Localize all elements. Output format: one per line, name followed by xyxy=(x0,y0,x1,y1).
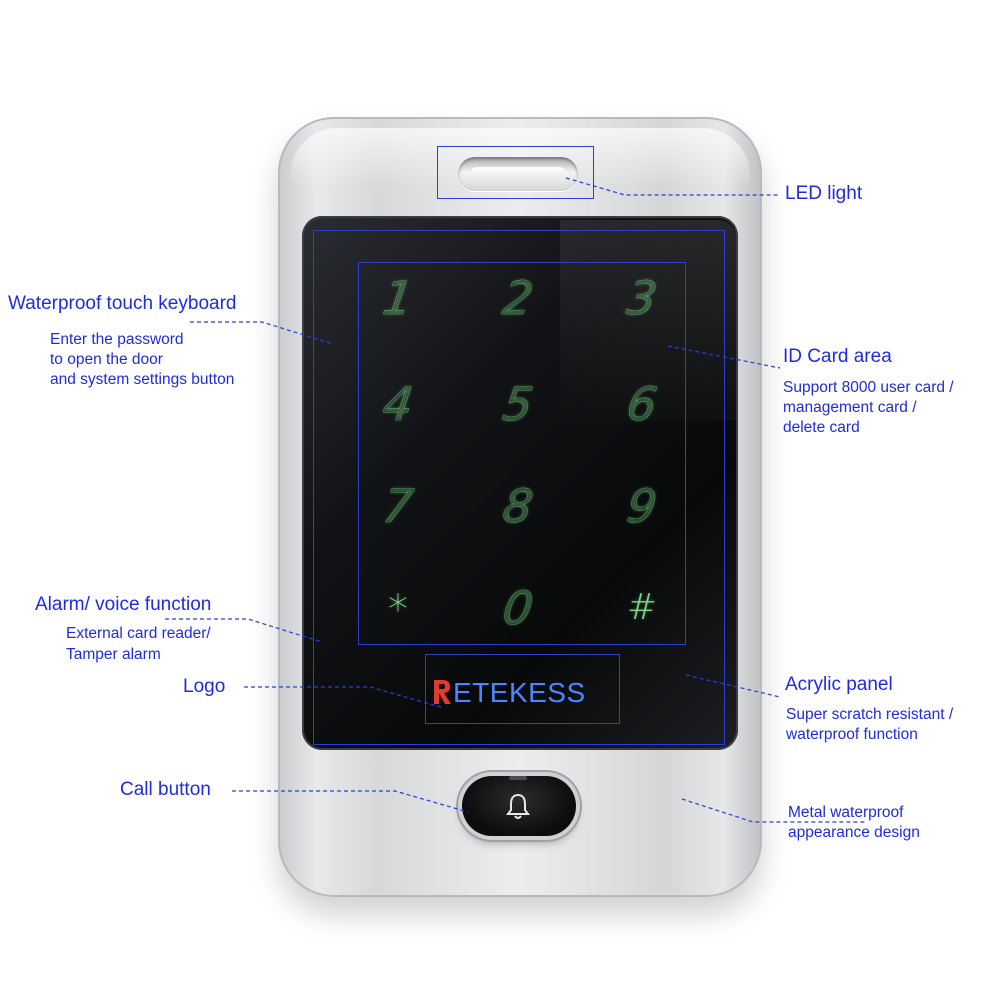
leader-id-card xyxy=(667,345,781,369)
annotation-keyboard-line-1: Enter the password xyxy=(50,331,184,348)
annotation-acrylic-title: Acrylic panel xyxy=(785,674,893,695)
call-button-notch xyxy=(509,776,527,780)
annotation-id-card-line-2: management card / xyxy=(783,399,917,416)
annotation-metal-line-1: Metal waterproof xyxy=(788,804,904,821)
leader-metal xyxy=(681,798,865,823)
annotation-id-card-line-1: Support 8000 user card / xyxy=(783,379,954,396)
leader-logo xyxy=(244,686,445,709)
key-hash[interactable]: # xyxy=(626,587,658,628)
annotation-metal-line-2: appearance design xyxy=(788,824,920,841)
acrylic-panel xyxy=(302,216,738,750)
logo-text: ETEKESS xyxy=(453,677,586,708)
annotation-id-card-line-3: delete card xyxy=(783,419,860,436)
panel-reflection xyxy=(560,220,736,420)
annotation-alarm-line-2: Tamper alarm xyxy=(66,646,161,663)
bell-icon xyxy=(506,793,530,819)
leader-alarm xyxy=(165,618,323,643)
annotation-alarm-title: Alarm/ voice function xyxy=(35,594,212,615)
annotation-keyboard-line-2: to open the door xyxy=(50,351,163,368)
annotation-logo-title: Logo xyxy=(183,676,226,697)
annotation-alarm-line-1: External card reader/ xyxy=(66,625,211,642)
leader-acrylic xyxy=(685,674,781,698)
annotation-led-light: LED light xyxy=(785,183,863,204)
leader-led xyxy=(565,177,780,196)
leader-call xyxy=(232,790,469,813)
annotation-acrylic-line-1: Super scratch resistant / xyxy=(786,706,954,723)
logo-frame xyxy=(425,654,620,724)
annotation-acrylic-line-2: waterproof function xyxy=(786,726,918,743)
leader-keyboard xyxy=(190,321,334,345)
led-frame xyxy=(437,146,594,199)
annotation-keyboard-title: Waterproof touch keyboard xyxy=(8,293,237,314)
logo-r-mark xyxy=(434,680,451,704)
key-star[interactable]: * xyxy=(388,587,408,633)
call-button[interactable] xyxy=(462,776,576,836)
panel-frame xyxy=(313,230,725,745)
led-light-lens xyxy=(470,167,566,181)
annotation-id-card-title: ID Card area xyxy=(783,346,892,367)
brand-logo: ETEKESS xyxy=(432,676,612,710)
annotation-keyboard-line-3: and system settings button xyxy=(50,371,235,388)
keypad-frame xyxy=(358,262,686,645)
annotation-call-title: Call button xyxy=(120,779,211,800)
